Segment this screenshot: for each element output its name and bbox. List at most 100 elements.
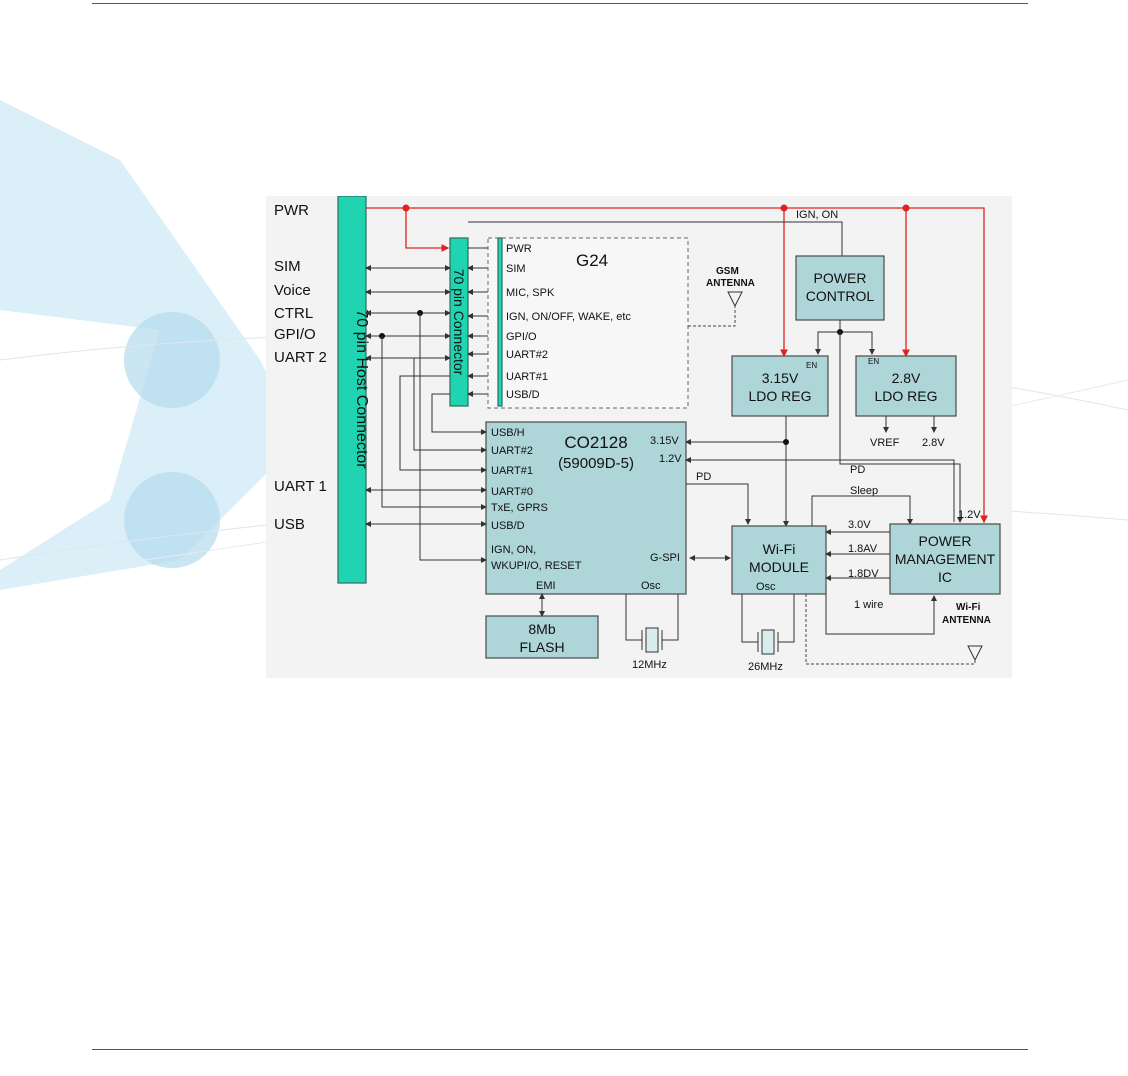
v30-label: 3.0V	[848, 519, 871, 531]
power-control-line1: POWER	[814, 270, 867, 286]
gsm-antenna-label-1: GSM	[716, 266, 739, 277]
pd-to-pmic	[839, 332, 963, 523]
v12-label: 1.2V	[958, 509, 981, 521]
pwr-node-2	[780, 204, 788, 212]
ldo-28-block	[855, 355, 957, 417]
pwr-node-1	[402, 204, 410, 212]
wifi-antenna-icon	[967, 645, 983, 662]
wifi-module-block	[731, 525, 827, 595]
ldo-28-line1: 2.8V	[892, 370, 921, 386]
crystal-26-icon	[761, 629, 775, 655]
co2128-line1: CO2128	[564, 433, 627, 452]
label-uart2: UART 2	[274, 349, 327, 366]
pwr-node-3	[902, 204, 910, 212]
en-to-ldo28	[840, 331, 875, 355]
crystal-12-leads	[625, 594, 679, 641]
pd-left-label: PD	[696, 471, 711, 483]
pd-right-label: PD	[850, 464, 865, 476]
pin-connector-label: 70 pin Connector	[451, 269, 467, 376]
host-connector-label: 70 pin Host Connector	[353, 309, 370, 469]
v12-line	[685, 457, 955, 522]
pmic-line3: IC	[938, 569, 952, 585]
co2128-pin: USB/D	[491, 520, 525, 532]
co2128-pin: IGN, ON,	[491, 544, 536, 556]
co2128-pin: TxE, GPRS	[491, 502, 548, 514]
gsm-antenna-label-2: ANTENNA	[706, 278, 755, 289]
connector-co2128-lines	[365, 313, 487, 563]
label-gpio: GPI/O	[274, 326, 316, 343]
g24-title: G24	[576, 251, 608, 270]
wifi-antenna-feed	[805, 594, 976, 665]
gsm-antenna-icon	[727, 291, 743, 308]
label-pwr: PWR	[274, 202, 309, 219]
g24-pins: PWR SIM MIC, SPK IGN, ON/OFF, WAKE, etc …	[506, 243, 631, 401]
pwr-rail	[366, 207, 988, 524]
crystal-26-leads	[741, 594, 795, 643]
wifi-module-line1: Wi-Fi	[763, 541, 796, 557]
label-sim: SIM	[274, 258, 301, 275]
co2128-pin: WKUPI/O, RESET	[491, 560, 582, 572]
g24-pin: UART#1	[506, 371, 548, 383]
crystal-12-icon	[645, 627, 659, 653]
g24-pin: SIM	[506, 263, 526, 275]
co2128-pin: UART#2	[491, 445, 533, 457]
co2128-pin-gspi: G-SPI	[650, 552, 680, 564]
co2128-pin: UART#0	[491, 486, 533, 498]
pmic-line2: MANAGEMENT	[895, 551, 996, 567]
ldo-315-en: EN	[806, 361, 817, 370]
block-diagram: PWR SIM Voice CTRL GPI/O UART 2 UART 1 U…	[266, 196, 1012, 678]
one-wire-label: 1 wire	[854, 599, 883, 611]
ign-on-label: IGN, ON	[796, 209, 838, 221]
gsm-antenna-feed	[688, 306, 736, 327]
ldo-28-line2: LDO REG	[874, 388, 937, 404]
g24-pin: UART#2	[506, 349, 548, 361]
flash-block	[485, 615, 599, 659]
wifi-module-osc: Osc	[756, 581, 776, 593]
pmic-line1: POWER	[919, 533, 972, 549]
power-control-line2: CONTROL	[806, 288, 875, 304]
co2128-pin-315: 3.15V	[650, 435, 679, 447]
co2128-pin: UART#1	[491, 465, 533, 477]
g24-pin: USB/D	[506, 389, 540, 401]
wifi-module-line2: MODULE	[749, 559, 809, 575]
flash-line2: FLASH	[519, 639, 564, 655]
sleep-label: Sleep	[850, 485, 878, 497]
label-ctrl: CTRL	[274, 305, 313, 322]
footer-rule	[92, 1049, 1028, 1050]
ldo-28-vref: VREF	[870, 437, 900, 449]
co2128-pins: USB/H UART#2 UART#1 UART#0 TxE, GPRS USB…	[491, 427, 582, 572]
g24-pin: MIC, SPK	[506, 287, 555, 299]
co2128-pin: USB/H	[491, 427, 525, 439]
label-usb: USB	[274, 516, 305, 533]
pmic-block	[889, 523, 1001, 595]
v315-node	[783, 439, 789, 445]
en-to-ldo315	[815, 320, 841, 355]
label-voice: Voice	[274, 282, 311, 299]
co2128-line2: (59009D-5)	[558, 455, 634, 472]
co2128-pin-emi: EMI	[536, 580, 556, 592]
header-rule	[92, 3, 1028, 4]
ign-on-line	[468, 221, 843, 256]
pd-left-line	[686, 483, 751, 525]
pwr-to-connector	[405, 208, 450, 252]
crystal-12-label: 12MHz	[632, 659, 667, 671]
g24-pin: IGN, ON/OFF, WAKE, etc	[506, 311, 631, 323]
v18a-label: 1.8AV	[848, 543, 878, 555]
ldo-315-line1: 3.15V	[762, 370, 799, 386]
power-control-block	[795, 255, 885, 321]
ldo-28-out: 2.8V	[922, 437, 945, 449]
ldo-315-line2: LDO REG	[748, 388, 811, 404]
sleep-line	[811, 495, 913, 526]
g24-pin-strip	[497, 237, 503, 407]
g24-pin: GPI/O	[506, 331, 537, 343]
ldo-28-en: EN	[868, 357, 879, 366]
v18d-label: 1.8DV	[848, 568, 879, 580]
ldo-315-block	[731, 355, 829, 417]
crystal-26-label: 26MHz	[748, 661, 783, 673]
wifi-antenna-label-1: Wi-Fi	[956, 602, 981, 613]
label-uart1: UART 1	[274, 478, 327, 495]
co2128-block	[485, 421, 687, 595]
host-connector	[337, 196, 367, 584]
flash-line1: 8Mb	[528, 621, 555, 637]
co2128-pin-12: 1.2V	[659, 453, 682, 465]
